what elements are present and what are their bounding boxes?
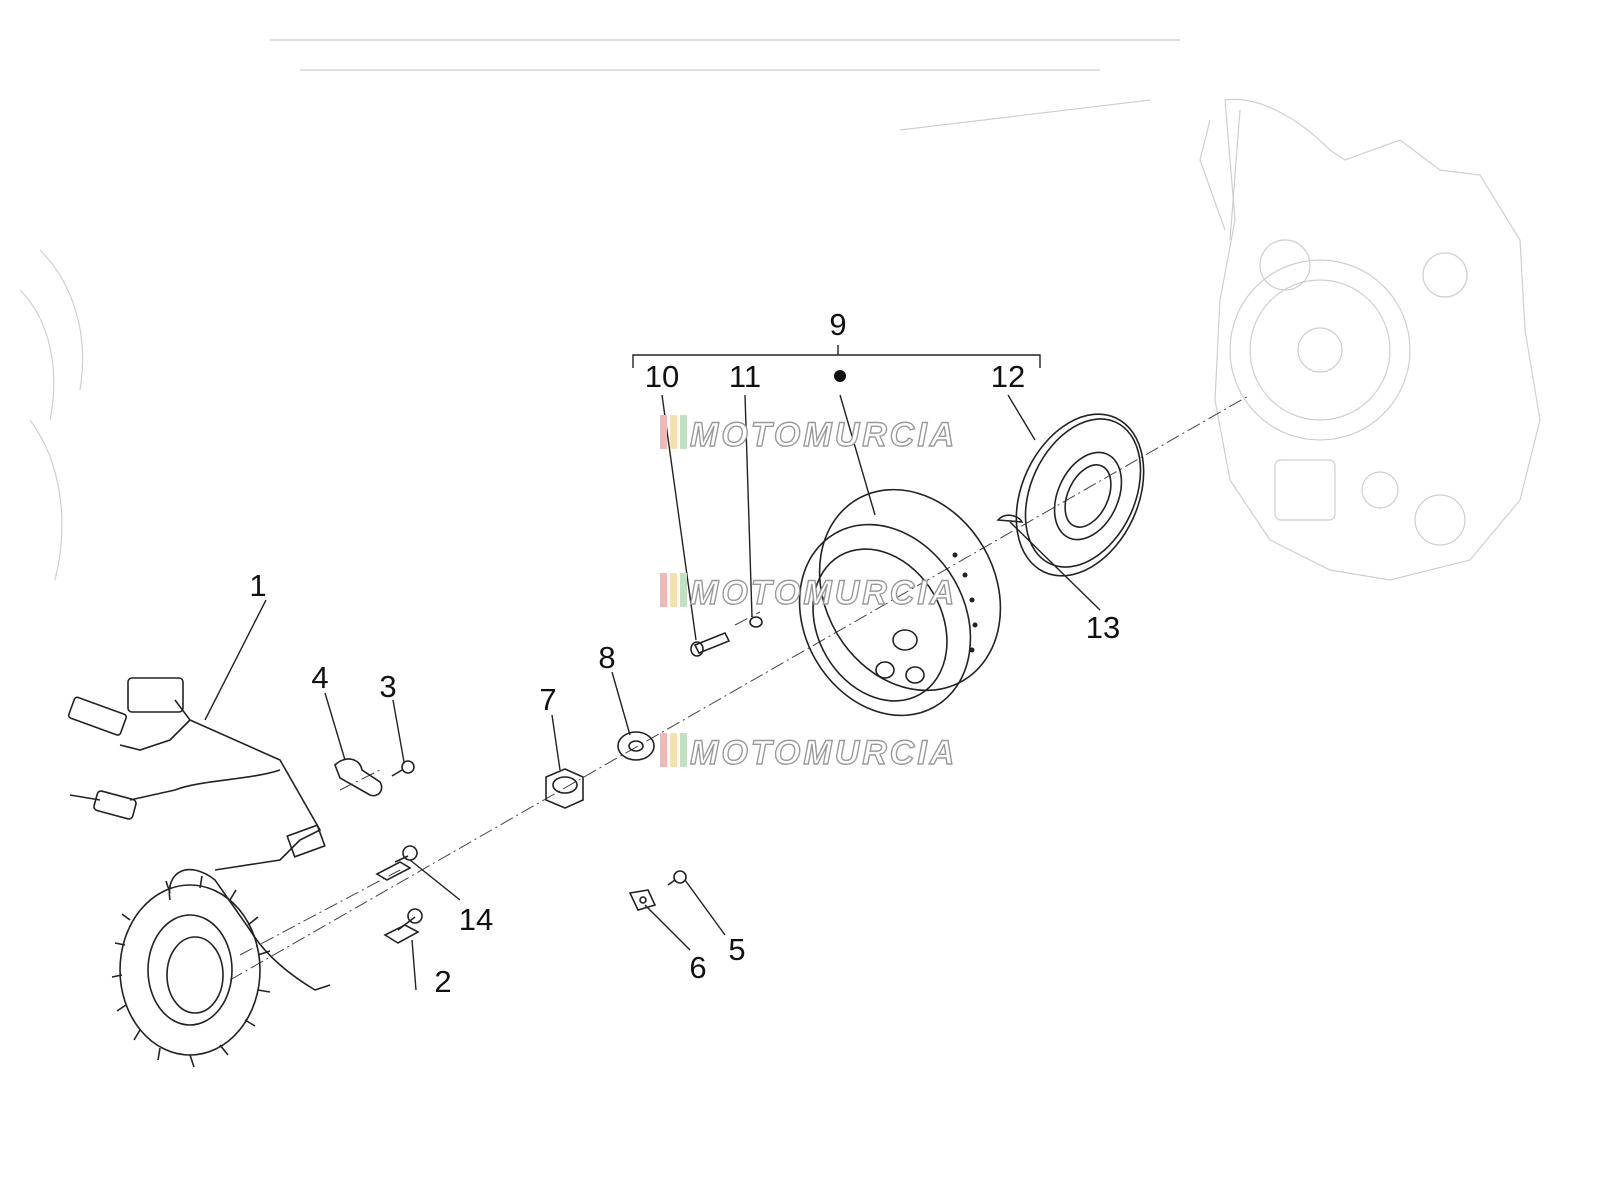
flywheel-9 (798, 488, 1002, 717)
group-bullet (834, 370, 846, 382)
watermark-1: MOTOMURCIA (660, 415, 957, 455)
assembly-axes (229, 394, 1251, 981)
bolt-2 (383, 908, 423, 944)
watermark-text-2: MOTOMURCIA (690, 574, 957, 612)
watermark-text-3: MOTOMURCIA (690, 734, 957, 772)
callout-2: 2 (434, 964, 451, 999)
callout-12: 12 (991, 359, 1025, 394)
callout-13: 13 (1086, 610, 1120, 645)
bolt-14 (375, 845, 418, 881)
screw-5 (667, 870, 687, 886)
cable-clip-4 (334, 758, 383, 797)
flange-nut-7 (545, 768, 584, 809)
woodruff-key-13 (996, 514, 1024, 523)
callout-9: 9 (829, 307, 846, 342)
watermark-2: MOTOMURCIA (660, 573, 957, 613)
group-bracket (632, 345, 1041, 382)
washer-8 (617, 731, 655, 761)
callout-8: 8 (598, 640, 615, 675)
callout-5: 5 (728, 932, 745, 967)
callout-7: 7 (539, 682, 556, 717)
freewheel-12 (1015, 413, 1145, 577)
watermark-text-1: MOTOMURCIA (690, 416, 957, 454)
callout-14: 14 (459, 902, 493, 937)
callout-1: 1 (249, 568, 266, 603)
leader-lines (204, 394, 1101, 991)
washer-11 (749, 616, 763, 628)
callout-labels: 1 2 3 4 5 6 7 8 9 10 11 12 13 14 (249, 307, 1120, 999)
callout-3: 3 (379, 669, 396, 704)
watermark-3: MOTOMURCIA (660, 733, 957, 773)
callout-6: 6 (689, 950, 706, 985)
background-engine-sketch (19, 39, 1541, 581)
screw-3 (391, 760, 415, 777)
stator-assembly (67, 677, 331, 1068)
callout-11: 11 (729, 359, 761, 394)
callout-4: 4 (311, 660, 328, 695)
callout-10: 10 (645, 359, 679, 394)
plate-6 (628, 889, 657, 911)
screw-10 (690, 631, 731, 657)
